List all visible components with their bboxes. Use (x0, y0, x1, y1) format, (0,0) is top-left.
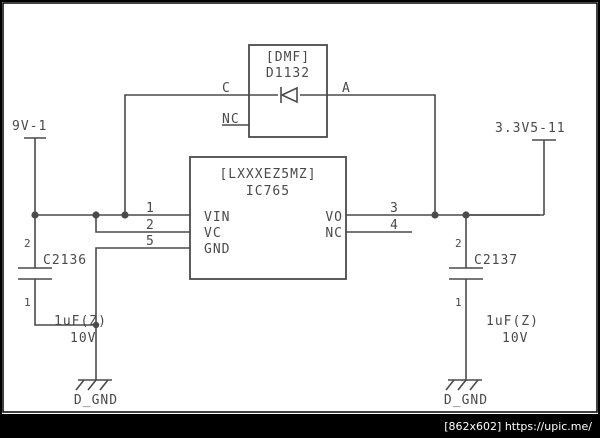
wire-diode-cathode (124, 94, 249, 215)
wire-gnd (95, 247, 190, 380)
diode-type: [DMF] (266, 50, 310, 65)
diode-cathode-label: C (222, 81, 231, 96)
cap-left-pin-bottom: 1 (24, 296, 31, 309)
ic-pin-vc: VC (204, 226, 222, 241)
ic-box (189, 156, 347, 280)
ground-label-left: D_GND (74, 393, 118, 408)
cap-right-pin-top: 2 (455, 237, 462, 250)
watermark-bar (0, 414, 600, 438)
ground-symbol-right (445, 379, 482, 391)
junction-output (462, 211, 470, 219)
net-label-input: 9V-1 (12, 119, 47, 134)
cap-left-value: 1uF(Z) (54, 314, 107, 329)
wire-vc (95, 215, 190, 233)
ground-label-right: D_GND (444, 393, 488, 408)
ic-pin-gnd: GND (204, 242, 230, 257)
ic-ref: IC765 (246, 184, 290, 199)
pin-number-1: 1 (146, 201, 155, 216)
diode-symbol (249, 86, 327, 104)
ic-type: [LXXXEZ5MZ] (219, 167, 316, 182)
cap-left-bottom-lead (34, 279, 96, 326)
junction-cathode (121, 211, 129, 219)
junction-anode (431, 211, 439, 219)
ground-symbol-left (75, 379, 112, 391)
junction-vc (92, 211, 100, 219)
diode-nc-label: NC (222, 112, 240, 127)
pin-number-3: 3 (390, 201, 399, 216)
cap-right-voltage: 10V (502, 331, 528, 346)
ic-pin-vo: VO (325, 210, 343, 225)
pin-number-4: 4 (390, 218, 399, 233)
diode-box (248, 44, 328, 138)
cap-left-ref: C2136 (43, 253, 87, 268)
inner-frame (2, 2, 598, 413)
junction-input (31, 211, 39, 219)
watermark-text: [862x602] https://upic.me/ (444, 420, 592, 433)
ic-pin-vin: VIN (204, 210, 230, 225)
wire-diode-anode (327, 94, 436, 215)
cap-right-pin-bottom: 1 (455, 296, 462, 309)
cap-right-value: 1uF(Z) (486, 314, 539, 329)
ic-pin-nc: NC (325, 226, 343, 241)
junction-gnd (92, 321, 100, 329)
pin-number-2: 2 (146, 218, 155, 233)
cap-left-voltage: 10V (70, 331, 96, 346)
pin-number-5: 5 (146, 234, 155, 249)
diode-anode-label: A (342, 81, 351, 96)
cap-right-ref: C2137 (474, 253, 518, 268)
diode-ref: D1132 (266, 66, 310, 81)
net-label-output: 3.3V5-11 (495, 121, 566, 136)
cap-left-pin-top: 2 (24, 237, 31, 250)
